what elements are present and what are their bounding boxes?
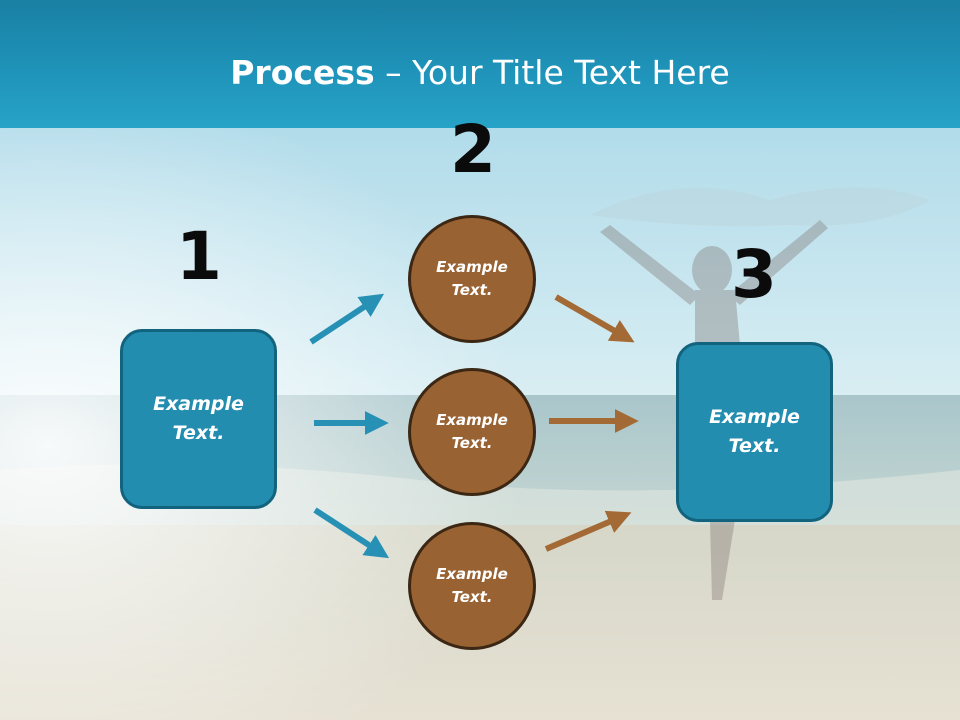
title-rest: – Your Title Text Here (374, 53, 730, 92)
step-number-3: 3 (731, 236, 777, 313)
circle-middle-text: Example Text. (436, 411, 508, 452)
slide-title: Process – Your Title Text Here (0, 50, 960, 96)
step-2-circle-middle: Example Text. (408, 368, 536, 496)
title-bold: Process (230, 53, 375, 92)
step-2-circle-top: Example Text. (408, 215, 536, 343)
step-1-box: Example Text. (120, 329, 277, 509)
arrow-blue-up (309, 293, 385, 345)
circle-bottom-text: Example Text. (436, 565, 508, 606)
arrow-brown-down (554, 294, 635, 343)
circle-top-text: Example Text. (436, 258, 508, 299)
step-number-1: 1 (176, 218, 222, 295)
step-2-circle-bottom: Example Text. (408, 522, 536, 650)
step-number-2: 2 (450, 111, 496, 188)
step-3-box: Example Text. (676, 342, 833, 522)
arrow-brown-up (544, 510, 632, 552)
arrow-blue-down (313, 507, 390, 559)
step-3-text: Example Text. (709, 406, 800, 457)
step-1-text: Example Text. (153, 393, 244, 444)
title-bar (0, 0, 960, 128)
